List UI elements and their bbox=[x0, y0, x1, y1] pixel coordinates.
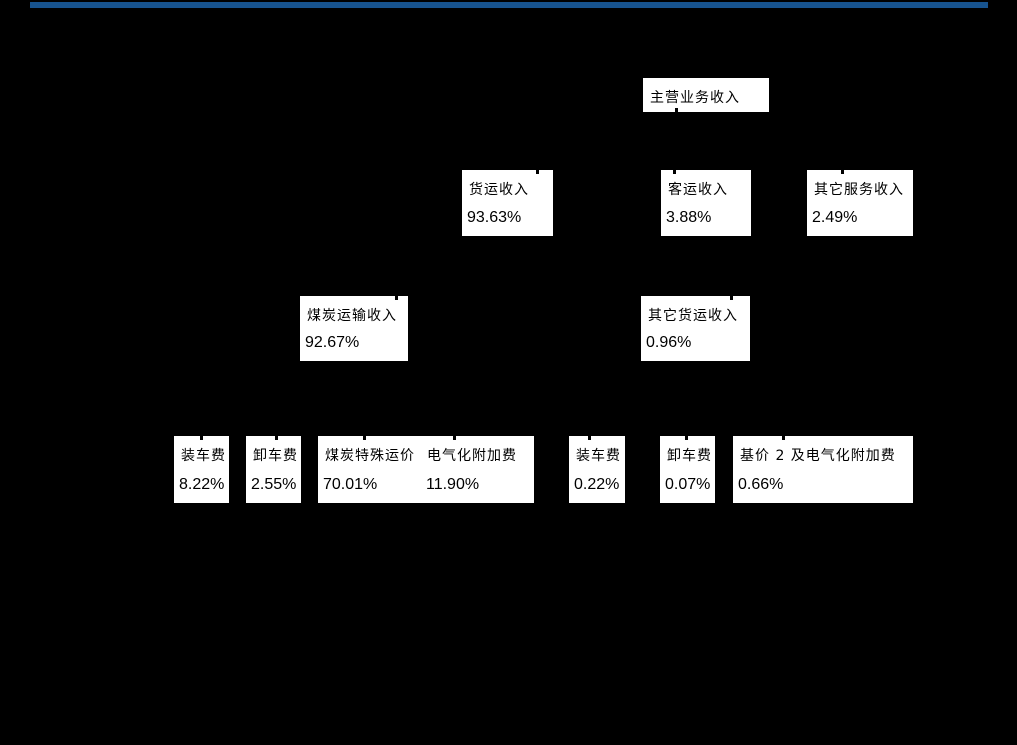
node-freight-revenue: 货运收入 93.63% bbox=[462, 170, 553, 236]
connector-stub bbox=[200, 436, 203, 440]
connector-stub bbox=[588, 436, 591, 440]
node-label: 其它服务收入 bbox=[814, 182, 904, 198]
node-coal-special-tariff-and-electrification-surcharge: 煤炭特殊运价 70.01% 电气化附加费 11.90% bbox=[318, 436, 534, 503]
node-value: 11.90% bbox=[426, 476, 480, 493]
node-label: 主营业务收入 bbox=[650, 90, 740, 106]
node-base-price-2-and-electrification-surcharge: 基价 2 及电气化附加费 0.66% bbox=[733, 436, 913, 503]
node-value: 93.63% bbox=[467, 209, 522, 226]
connector-stub bbox=[675, 108, 678, 112]
node-unloading-fee-other: 卸车费 0.07% bbox=[660, 436, 715, 503]
node-value: 2.49% bbox=[812, 209, 858, 226]
connector-stub bbox=[730, 296, 733, 300]
node-label: 装车费 bbox=[181, 448, 226, 464]
node-value: 70.01% bbox=[323, 476, 378, 493]
node-label: 电气化附加费 bbox=[427, 448, 517, 464]
node-value: 0.22% bbox=[574, 476, 620, 493]
node-label: 卸车费 bbox=[667, 448, 712, 464]
node-value: 0.96% bbox=[646, 334, 692, 351]
node-unloading-fee-coal: 卸车费 2.55% bbox=[246, 436, 301, 503]
node-loading-fee-coal: 装车费 8.22% bbox=[174, 436, 229, 503]
node-label: 其它货运收入 bbox=[648, 308, 738, 324]
node-main-business-revenue: 主营业务收入 bbox=[643, 78, 769, 112]
node-passenger-revenue: 客运收入 3.88% bbox=[661, 170, 751, 236]
connector-stub bbox=[363, 436, 366, 440]
node-label: 装车费 bbox=[576, 448, 621, 464]
node-value: 92.67% bbox=[305, 334, 360, 351]
node-loading-fee-other: 装车费 0.22% bbox=[569, 436, 625, 503]
connector-stub bbox=[395, 296, 398, 300]
node-label: 煤炭运输收入 bbox=[307, 308, 397, 324]
connector-stub bbox=[453, 436, 456, 440]
node-label: 客运收入 bbox=[668, 182, 728, 198]
connector-stub bbox=[782, 436, 785, 440]
node-label: 基价 2 及电气化附加费 bbox=[740, 448, 896, 464]
node-other-service-revenue: 其它服务收入 2.49% bbox=[807, 170, 913, 236]
connector-stub bbox=[536, 170, 539, 174]
node-value: 0.07% bbox=[665, 476, 711, 493]
connector-stub bbox=[673, 170, 676, 174]
node-label: 货运收入 bbox=[469, 182, 529, 198]
node-value: 8.22% bbox=[179, 476, 225, 493]
node-value: 2.55% bbox=[251, 476, 297, 493]
node-other-freight-revenue: 其它货运收入 0.96% bbox=[641, 296, 750, 361]
connector-stub bbox=[685, 436, 688, 440]
connector-stub bbox=[275, 436, 278, 440]
node-coal-transport-revenue: 煤炭运输收入 92.67% bbox=[300, 296, 408, 361]
node-value: 3.88% bbox=[666, 209, 712, 226]
top-divider-rule bbox=[30, 2, 988, 8]
node-label: 煤炭特殊运价 bbox=[325, 448, 415, 464]
node-label: 卸车费 bbox=[253, 448, 298, 464]
node-value: 0.66% bbox=[738, 476, 784, 493]
connector-stub bbox=[841, 170, 844, 174]
